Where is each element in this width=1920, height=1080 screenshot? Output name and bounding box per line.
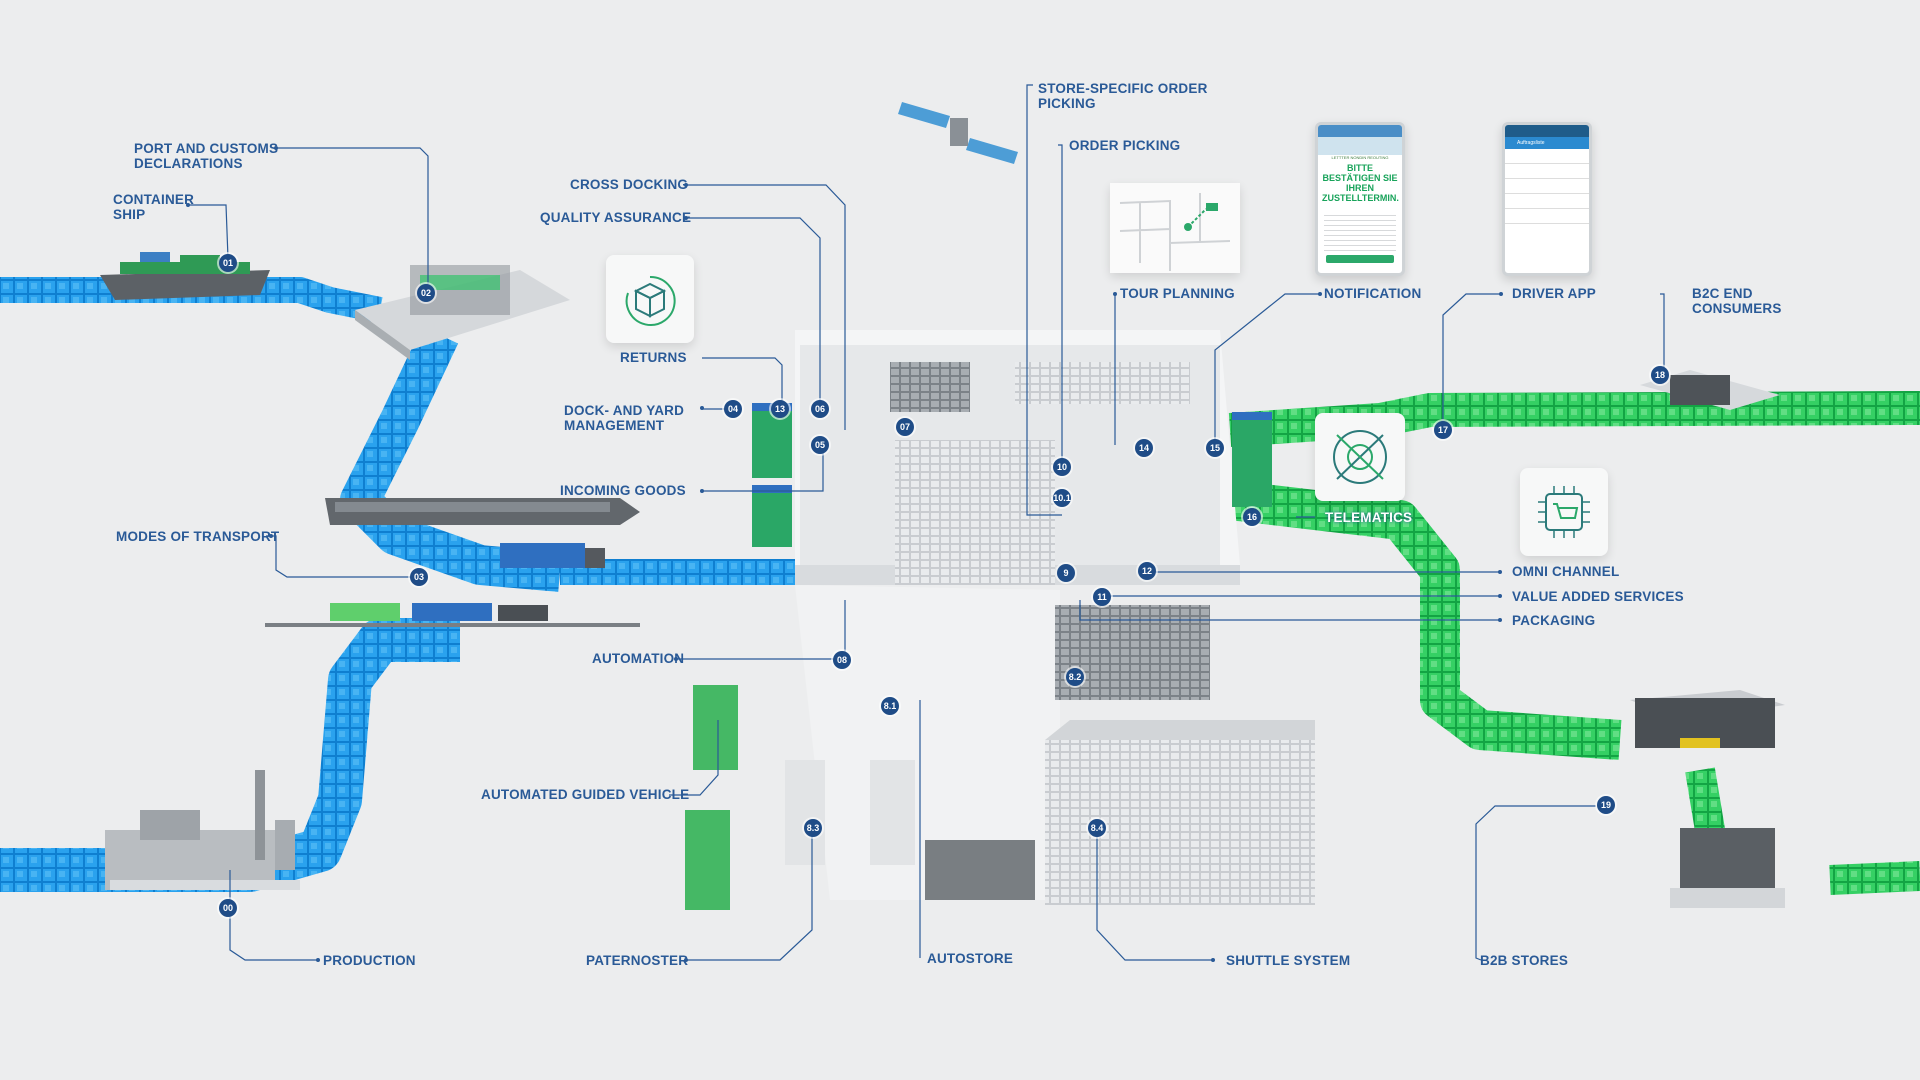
blue-flow-path xyxy=(0,277,800,892)
port-terminal xyxy=(355,265,570,360)
label-autostore: AUTOSTORE xyxy=(927,951,1014,966)
notification-phone: LETTTER NONDIN REOUTING BITTE BESTÄTIGEN… xyxy=(1315,122,1405,276)
notification-header: LETTTER NONDIN REOUTING xyxy=(1331,155,1389,160)
label-b2c: B2C END CONSUMERS xyxy=(1692,286,1782,316)
container-ship xyxy=(100,252,270,300)
b2c-house xyxy=(1640,370,1780,410)
truck xyxy=(500,543,605,568)
driver-app-phone: Auftragsliste xyxy=(1502,122,1592,276)
train xyxy=(265,603,640,627)
badge-8-2: 8.2 xyxy=(1066,668,1084,686)
tour-planning-map xyxy=(1110,183,1240,273)
box-return-icon xyxy=(625,275,676,326)
label-paternoster: PATERNOSTER xyxy=(586,953,689,968)
badge-18: 18 xyxy=(1651,366,1669,384)
badge-03: 03 xyxy=(410,568,428,586)
store-building-2 xyxy=(1670,828,1785,908)
badge-15: 15 xyxy=(1206,439,1224,457)
badge-01: 01 xyxy=(219,254,237,272)
list-item[interactable] xyxy=(1505,149,1589,164)
label-modes-transport: MODES OF TRANSPORT xyxy=(116,529,280,544)
leader-lines xyxy=(188,84,1665,961)
list-item[interactable] xyxy=(1505,209,1589,224)
badge-16: 16 xyxy=(1243,508,1261,526)
badge-04: 04 xyxy=(724,400,742,418)
label-telematics: TELEMATICS xyxy=(1325,510,1413,525)
label-tour-planning: TOUR PLANNING xyxy=(1120,286,1235,301)
badge-19: 19 xyxy=(1597,796,1615,814)
telematics-icon-tile xyxy=(1315,413,1405,501)
label-agv: AUTOMATED GUIDED VEHICLE xyxy=(481,787,690,802)
omni-channel-icon xyxy=(1538,486,1590,538)
badge-17: 17 xyxy=(1434,421,1452,439)
label-container-ship: CONTAINER SHIP xyxy=(113,192,195,222)
list-item[interactable] xyxy=(1505,194,1589,209)
badge-8-4: 8.4 xyxy=(1088,819,1106,837)
badge-14: 14 xyxy=(1135,439,1153,457)
label-incoming-goods: INCOMING GOODS xyxy=(560,483,686,498)
notification-message: BITTE BESTÄTIGEN SIE IHREN ZUSTELLTERMIN… xyxy=(1322,163,1399,203)
label-packaging: PACKAGING xyxy=(1512,613,1596,628)
confirm-button[interactable] xyxy=(1326,255,1394,263)
label-shuttle-system: SHUTTLE SYSTEM xyxy=(1226,953,1351,968)
label-omni-channel: OMNI CHANNEL xyxy=(1512,564,1620,579)
badge-07: 07 xyxy=(896,418,914,436)
telematics-icon xyxy=(1333,430,1387,484)
label-dock-yard: DOCK- AND YARD MANAGEMENT xyxy=(564,403,685,433)
omni-channel-icon-tile xyxy=(1520,468,1608,556)
badge-13: 13 xyxy=(771,400,789,418)
factory-illustration xyxy=(105,770,300,890)
list-item[interactable] xyxy=(1505,179,1589,194)
badge-11: 11 xyxy=(1093,588,1111,606)
badge-00: 00 xyxy=(219,899,237,917)
badge-08: 08 xyxy=(833,651,851,669)
label-cross-docking: CROSS DOCKING xyxy=(570,177,689,192)
label-automation: AUTOMATION xyxy=(592,651,685,666)
label-quality-assurance: QUALITY ASSURANCE xyxy=(540,210,692,225)
returns-icon-tile xyxy=(606,255,694,343)
map-pin-icon xyxy=(1110,183,1240,273)
label-store-specific: STORE-SPECIFIC ORDER PICKING xyxy=(1038,81,1208,111)
badge-02: 02 xyxy=(417,284,435,302)
label-notification: NOTIFICATION xyxy=(1324,286,1422,301)
store-building-1 xyxy=(1630,690,1785,748)
label-driver-app: DRIVER APP xyxy=(1512,286,1597,301)
badge-10: 10 xyxy=(1053,458,1071,476)
label-value-added: VALUE ADDED SERVICES xyxy=(1512,589,1684,604)
driver-app-title: Auftragsliste xyxy=(1505,137,1589,149)
list-item[interactable] xyxy=(1505,164,1589,179)
badge-09: 9 xyxy=(1057,564,1075,582)
badge-8-3: 8.3 xyxy=(804,819,822,837)
label-production: PRODUCTION xyxy=(323,953,416,968)
label-port-customs: PORT AND CUSTOMS DECLARATIONS xyxy=(134,141,279,171)
label-b2b: B2B STORES xyxy=(1480,953,1569,968)
badge-10-1: 10.1 xyxy=(1053,489,1071,507)
label-order-picking: ORDER PICKING xyxy=(1069,138,1181,153)
barge xyxy=(325,498,640,525)
warehouse-building xyxy=(685,330,1315,910)
badge-05: 05 xyxy=(811,436,829,454)
satellite-icon xyxy=(898,102,1018,164)
label-returns: RETURNS xyxy=(620,350,687,365)
badge-06: 06 xyxy=(811,400,829,418)
badge-8-1: 8.1 xyxy=(881,697,899,715)
badge-12: 12 xyxy=(1138,562,1156,580)
